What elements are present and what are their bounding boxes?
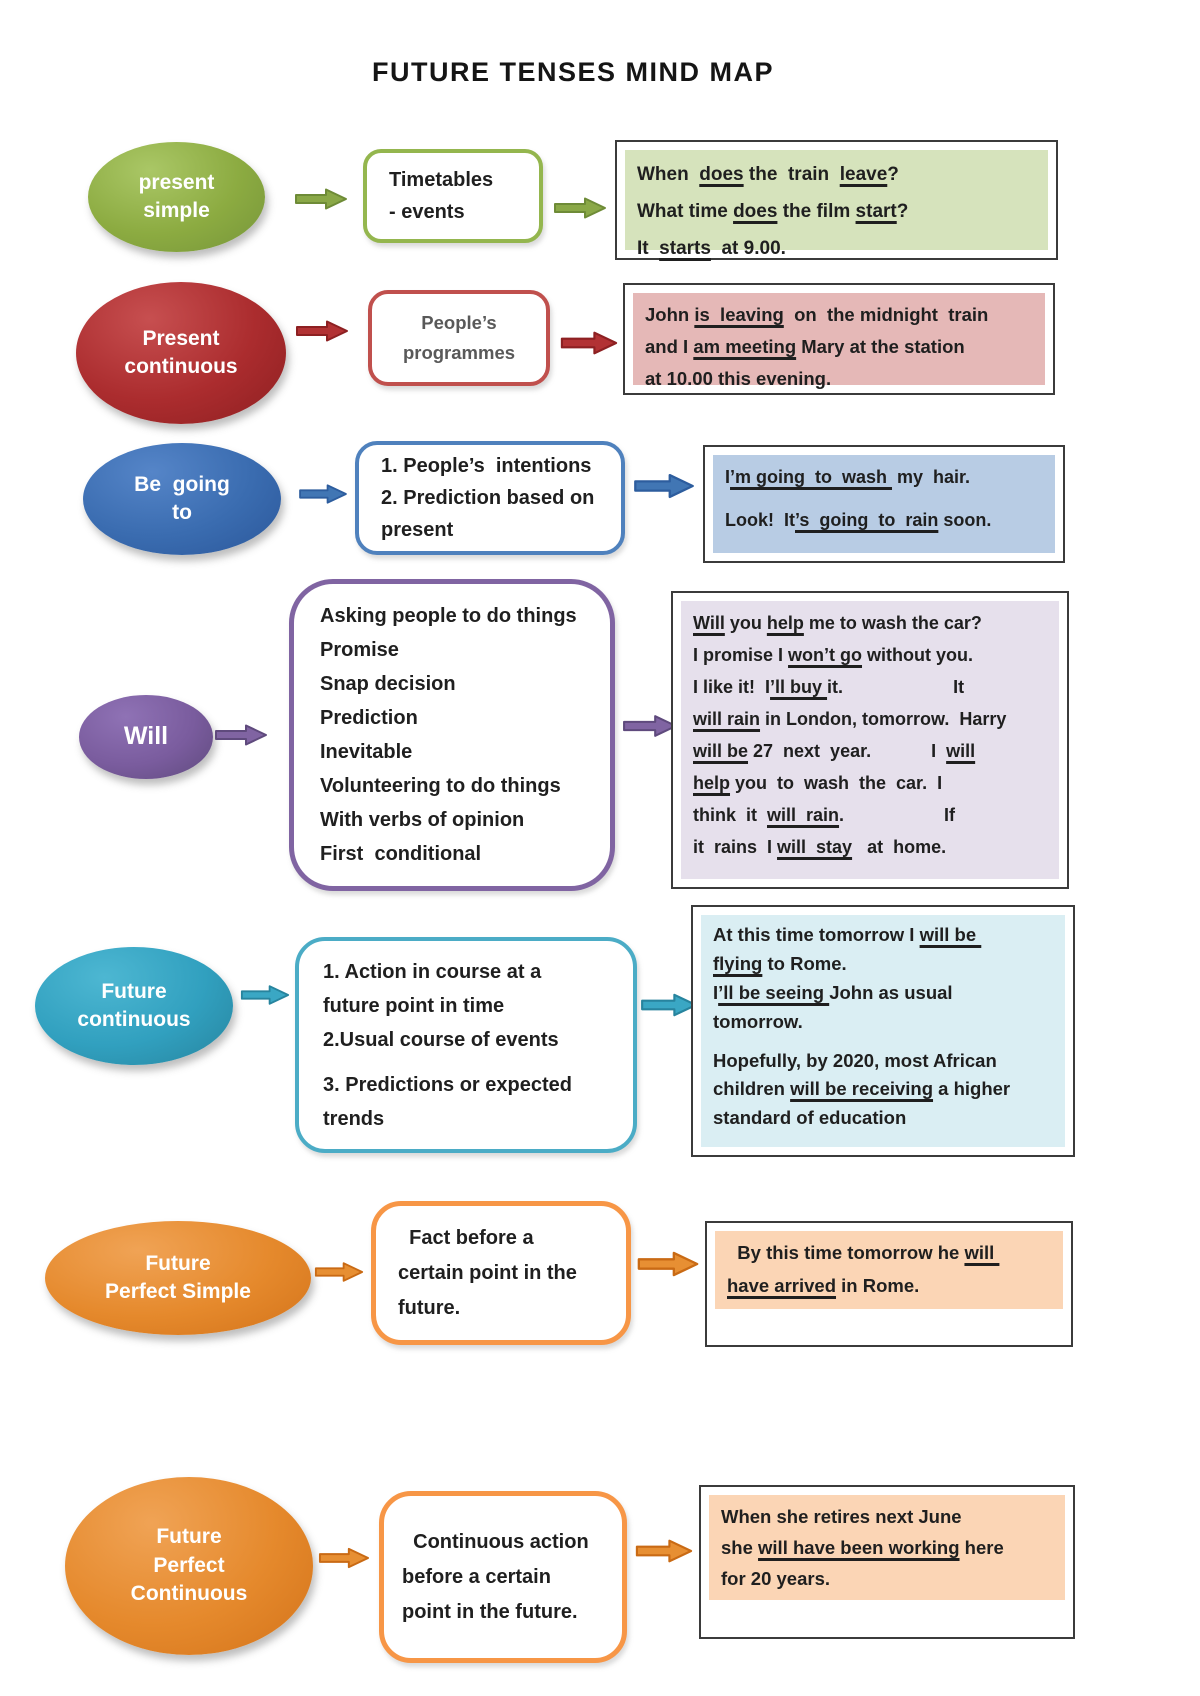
example-box-be-going-to: I’m going to wash my hair. Look! It’s go…	[703, 445, 1065, 563]
ellipse-will: Will	[79, 695, 213, 779]
example-text: At this time tomorrow I will be flying t…	[701, 915, 1065, 1147]
arrow-icon	[641, 993, 697, 1017]
ellipse-label: Will	[123, 722, 169, 751]
arrow-icon	[637, 1251, 699, 1277]
arrow-icon	[635, 1539, 693, 1563]
arrow-icon	[296, 320, 348, 342]
example-text: I’m going to wash my hair. Look! It’s go…	[713, 455, 1055, 553]
arrow-icon	[314, 1262, 364, 1282]
page-title: FUTURE TENSES MIND MAP	[372, 57, 775, 87]
example-text: When does the train leave?What time does…	[625, 150, 1048, 259]
arrow-icon	[623, 715, 677, 737]
arrow-icon	[560, 331, 618, 355]
arrow-icon	[318, 1547, 370, 1569]
example-text: By this time tomorrow he will have arriv…	[715, 1231, 1063, 1309]
example-box-future-perfect-simple: By this time tomorrow he will have arriv…	[705, 1221, 1073, 1347]
arrow-icon	[240, 985, 290, 1005]
arrow-icon	[215, 724, 267, 746]
example-box-present-simple: When does the train leave?What time does…	[615, 140, 1058, 260]
usage-text: Timetables- events	[389, 169, 494, 223]
example-box-future-continuous: At this time tomorrow I will be flying t…	[691, 905, 1075, 1157]
arrow-icon	[554, 197, 606, 219]
arrow-icon	[634, 473, 694, 499]
arrow-icon	[299, 484, 347, 504]
arrow-icon	[295, 188, 347, 210]
example-text: Will you help me to wash the car?I promi…	[681, 601, 1059, 879]
example-box-will: Will you help me to wash the car?I promi…	[671, 591, 1069, 889]
usage-box-present-simple: Timetables- events	[363, 149, 543, 243]
